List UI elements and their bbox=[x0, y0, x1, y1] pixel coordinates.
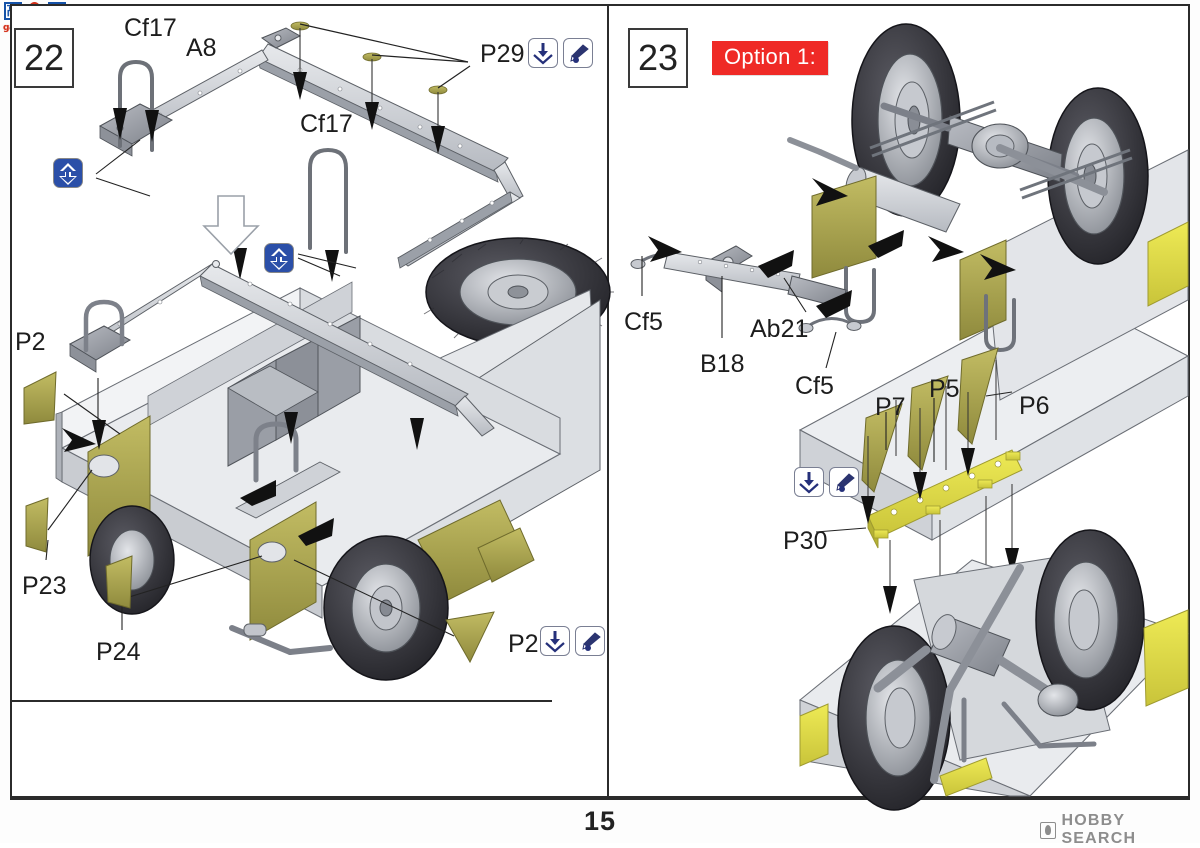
part-label-a8: A8 bbox=[186, 34, 217, 62]
page-border bbox=[10, 4, 1190, 798]
part-label-cf5-a: Cf5 bbox=[624, 308, 663, 336]
part-label-p23: P23 bbox=[22, 572, 67, 600]
press-down-icon[interactable] bbox=[794, 467, 824, 497]
glue-applicator-icon[interactable] bbox=[575, 626, 605, 656]
page-number: 15 bbox=[583, 806, 617, 836]
step-number-22: 22 bbox=[14, 28, 74, 88]
step-number-23: 23 bbox=[628, 28, 688, 88]
option-1-tag: Option 1: bbox=[712, 41, 828, 75]
part-label-p2-top: P2 bbox=[15, 328, 46, 356]
icon-group-p29 bbox=[528, 38, 593, 68]
glue-applicator-icon[interactable] bbox=[563, 38, 593, 68]
part-label-cf17-b: Cf17 bbox=[300, 110, 353, 138]
part-label-cf5-b: Cf5 bbox=[795, 372, 834, 400]
part-label-p5: P5 bbox=[929, 375, 960, 403]
icon-group-p30 bbox=[794, 467, 859, 497]
part-label-p24: P24 bbox=[96, 638, 141, 666]
part-label-p2-bottom: P2 bbox=[508, 630, 539, 658]
part-label-p6: P6 bbox=[1019, 392, 1050, 420]
part-label-p29: P29 bbox=[480, 40, 525, 68]
panel-divider bbox=[607, 4, 609, 798]
part-label-ab21: Ab21 bbox=[750, 315, 809, 343]
press-down-icon[interactable] bbox=[528, 38, 558, 68]
hobby-search-mark-icon bbox=[1040, 821, 1057, 839]
footer-rule bbox=[10, 797, 1190, 800]
part-label-p30: P30 bbox=[783, 527, 828, 555]
part-label-b18: B18 bbox=[700, 350, 745, 378]
glue-applicator-icon[interactable] bbox=[829, 467, 859, 497]
detail-inset-frame bbox=[12, 700, 552, 796]
press-down-icon[interactable] bbox=[540, 626, 570, 656]
part-label-p7: P7 bbox=[875, 393, 906, 421]
icon-group-p2 bbox=[540, 626, 605, 656]
detail-view-arrow-icon[interactable] bbox=[264, 243, 294, 273]
detail-view-arrow-icon[interactable] bbox=[53, 158, 83, 188]
part-label-cf17-a: Cf17 bbox=[124, 14, 177, 42]
